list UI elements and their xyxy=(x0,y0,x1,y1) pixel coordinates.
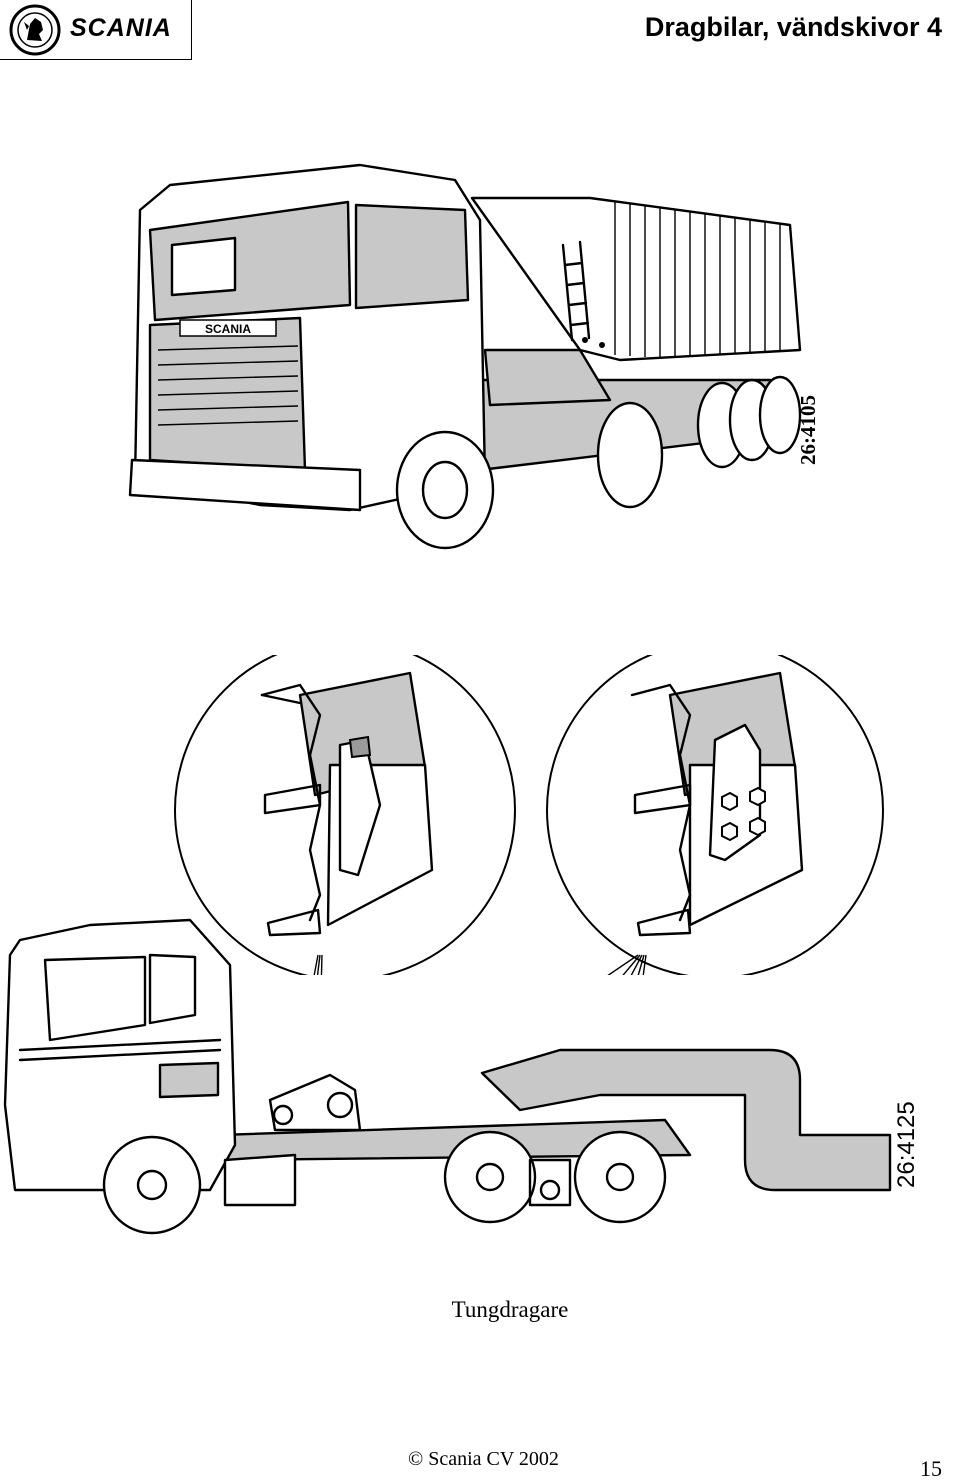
cab-badge xyxy=(179,319,277,337)
page-number: 15 xyxy=(920,1456,942,1481)
bolt-icon xyxy=(749,786,766,807)
tipper-body xyxy=(470,196,802,362)
tractor-side-illustration xyxy=(3,918,892,1235)
gooseneck-plate xyxy=(480,1048,892,1192)
page-title: Dragbilar, vändskivor 4 xyxy=(644,12,942,42)
figure-code-bottom: 26:4125 xyxy=(893,1101,920,1188)
bolt-icon xyxy=(721,821,738,842)
cab-badge-text: SCANIA xyxy=(205,322,251,336)
tipper-truck-illustration: SCANIA xyxy=(128,163,802,550)
page-header: SCANIA Dragbilar, vändskivor 4 xyxy=(0,0,960,62)
scania-griffin-logo-icon xyxy=(9,4,61,56)
side-window xyxy=(43,955,147,1042)
copyright-notice: © Scania CV 2002 xyxy=(408,1448,559,1470)
bolt-icon xyxy=(749,816,766,837)
figure-code-top: 26:4105 xyxy=(796,395,820,465)
figure-caption: Tungdragare xyxy=(451,1297,569,1322)
bolt-icon xyxy=(721,791,738,812)
brand-wordmark: SCANIA xyxy=(70,14,172,42)
brand-logo-box: SCANIA xyxy=(0,0,192,60)
fifth-wheel-mount-details xyxy=(174,655,884,975)
